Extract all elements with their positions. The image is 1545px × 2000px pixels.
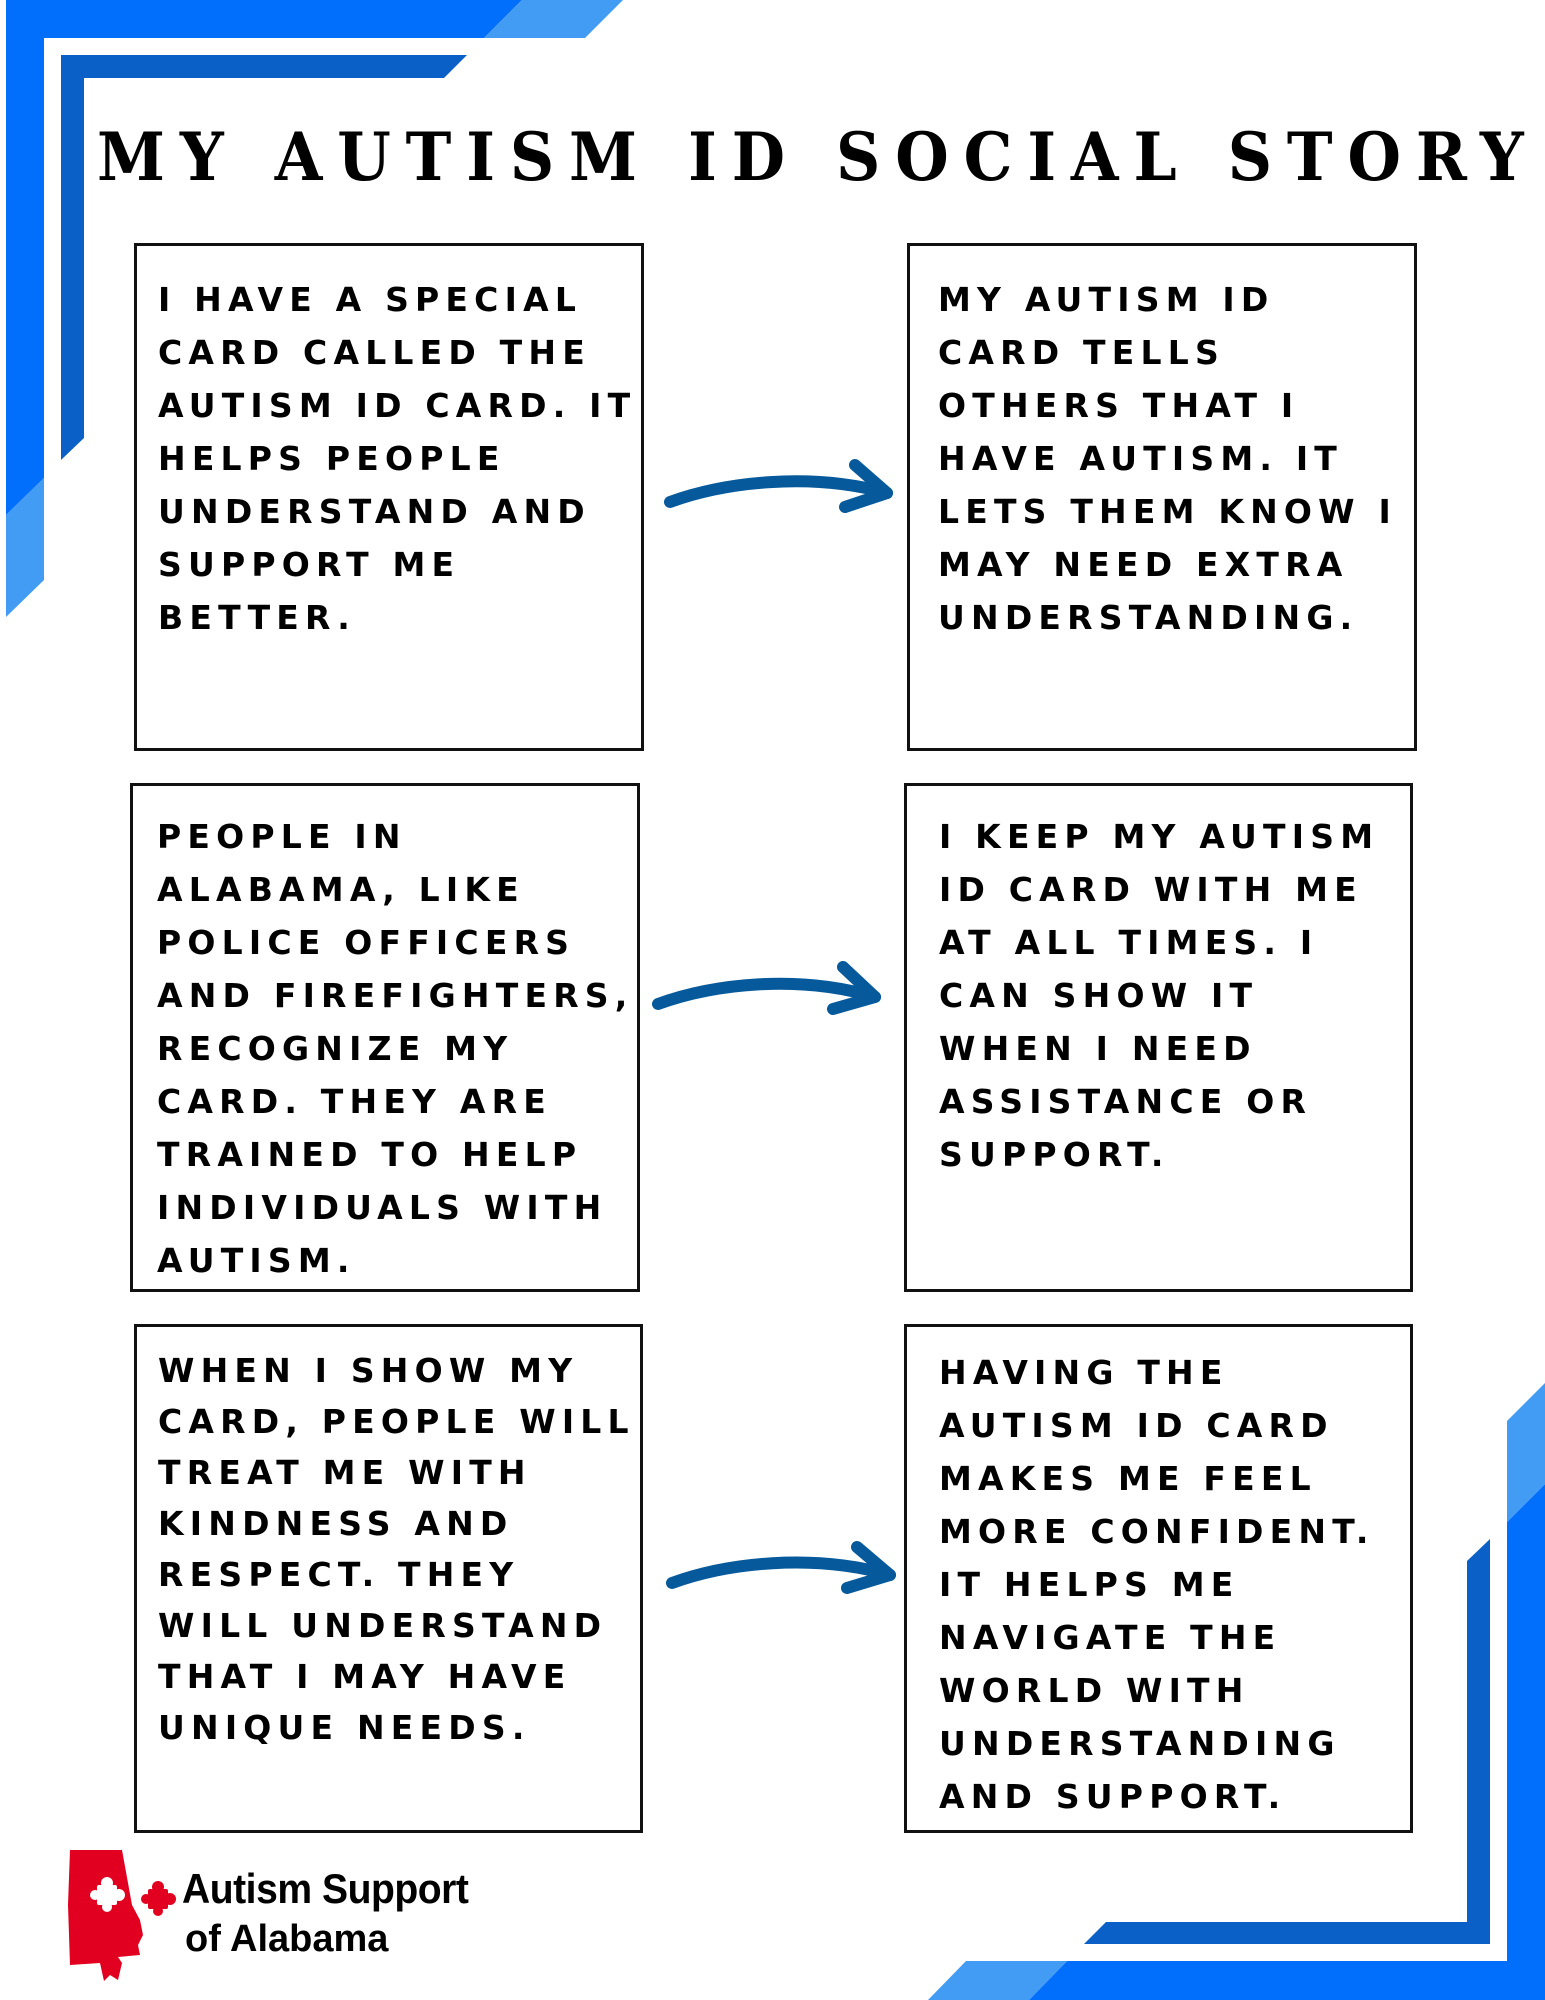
card-line: SUPPORT. (939, 1135, 1170, 1174)
card-line: RECOGNIZE MY (157, 1029, 514, 1068)
page-title: MY AUTISM ID SOCIAL STORY (97, 118, 1539, 196)
card-line: AND SUPPORT. (939, 1777, 1287, 1816)
card-line: I KEEP MY AUTISM (939, 817, 1380, 856)
story-card-5: WHEN I SHOW MY CARD, PEOPLE WILL TREAT M… (134, 1324, 643, 1833)
card-line: MY AUTISM ID (938, 280, 1275, 319)
card-line: ID CARD WITH ME (939, 870, 1363, 909)
card-line: UNIQUE NEEDS. (158, 1708, 531, 1747)
card-line: AND FIREFIGHTERS, (157, 976, 634, 1015)
autism-support-alabama-logo: Autism Support of Alabama (60, 1845, 500, 1985)
card-line: KINDNESS AND (158, 1504, 514, 1543)
curved-arrow-right-icon (666, 1541, 896, 1594)
card-line: AUTISM ID CARD (939, 1406, 1334, 1445)
card-line: WHEN I NEED (939, 1029, 1257, 1068)
card-line: UNDERSTANDING (939, 1724, 1341, 1763)
card-line: AUTISM. (157, 1241, 356, 1280)
card-line: PEOPLE IN (157, 817, 407, 856)
card-text: HAVING THE AUTISM ID CARD MAKES ME FEEL … (939, 1346, 1402, 1823)
card-line: AUTISM ID CARD. IT (158, 386, 637, 425)
card-text: I HAVE A SPECIAL CARD CALLED THE AUTISM … (158, 273, 633, 644)
card-line: UNDERSTAND AND (158, 492, 591, 531)
story-card-6: HAVING THE AUTISM ID CARD MAKES ME FEEL … (904, 1324, 1413, 1833)
alabama-puzzle-map-icon (68, 1850, 176, 1981)
card-line: BETTER. (158, 598, 356, 637)
card-line: AT ALL TIMES. I (939, 923, 1319, 962)
card-text: WHEN I SHOW MY CARD, PEOPLE WILL TREAT M… (158, 1345, 632, 1753)
story-card-3: PEOPLE IN ALABAMA, LIKE POLICE OFFICERS … (130, 783, 640, 1292)
card-line: TREAT ME WITH (158, 1453, 532, 1492)
curved-arrow-right-icon (652, 961, 881, 1015)
card-line: TRAINED TO HELP (157, 1135, 583, 1174)
card-line: CARD. THEY ARE (157, 1082, 552, 1121)
story-card-4: I KEEP MY AUTISM ID CARD WITH ME AT ALL … (904, 783, 1413, 1292)
logo-text-line1: Autism Support (182, 1865, 469, 1912)
card-line: SUPPORT ME (158, 545, 461, 584)
card-line: CAN SHOW IT (939, 976, 1259, 1015)
card-text: PEOPLE IN ALABAMA, LIKE POLICE OFFICERS … (157, 810, 629, 1287)
story-card-1: I HAVE A SPECIAL CARD CALLED THE AUTISM … (134, 243, 644, 751)
card-line: INDIVIDUALS WITH (157, 1188, 608, 1227)
card-line: HAVE AUTISM. IT (938, 439, 1344, 478)
card-line: MAKES ME FEEL (939, 1459, 1317, 1498)
card-line: ASSISTANCE OR (939, 1082, 1313, 1121)
card-line: I HAVE A SPECIAL (158, 280, 583, 319)
card-line: CARD, PEOPLE WILL (158, 1402, 635, 1441)
card-line: WORLD WITH (939, 1671, 1250, 1710)
card-line: OTHERS THAT I (938, 386, 1300, 425)
story-card-2: MY AUTISM ID CARD TELLS OTHERS THAT I HA… (907, 243, 1417, 751)
card-line: MORE CONFIDENT. (939, 1512, 1375, 1551)
curved-arrow-right-icon (664, 459, 893, 513)
card-line: POLICE OFFICERS (157, 923, 576, 962)
logo-text-line2: of Alabama (185, 1918, 389, 1960)
card-text: MY AUTISM ID CARD TELLS OTHERS THAT I HA… (938, 273, 1406, 644)
card-line: RESPECT. THEY (158, 1555, 520, 1594)
card-line: MAY NEED EXTRA (938, 545, 1349, 584)
card-line: NAVIGATE THE (939, 1618, 1282, 1657)
card-line: THAT I MAY HAVE (158, 1657, 572, 1696)
card-text: I KEEP MY AUTISM ID CARD WITH ME AT ALL … (939, 810, 1402, 1181)
card-line: IT HELPS ME (939, 1565, 1240, 1604)
card-line: HELPS PEOPLE (158, 439, 506, 478)
card-line: HAVING THE (939, 1353, 1229, 1392)
card-line: WHEN I SHOW MY (158, 1351, 579, 1390)
card-line: ALABAMA, LIKE (157, 870, 525, 909)
card-line: CARD TELLS (938, 333, 1225, 372)
card-line: WILL UNDERSTAND (158, 1606, 608, 1645)
card-line: UNDERSTANDING. (938, 598, 1359, 637)
card-line: CARD CALLED THE (158, 333, 591, 372)
card-line: LETS THEM KNOW I (938, 492, 1397, 531)
